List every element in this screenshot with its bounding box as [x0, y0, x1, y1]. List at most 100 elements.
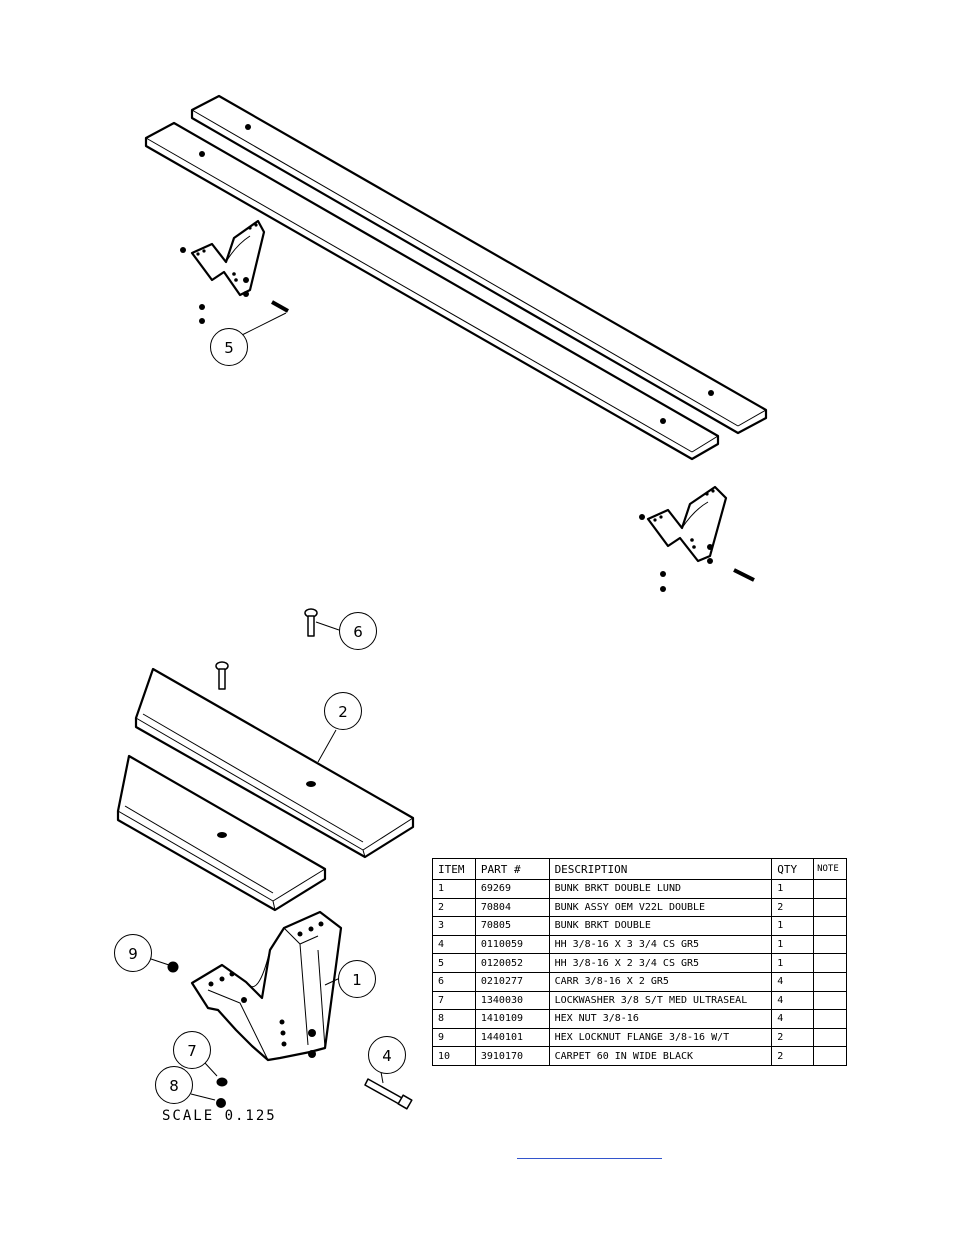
callout-9: 9 [114, 934, 152, 972]
callout-6: 6 [339, 612, 377, 650]
leader-lines [150, 312, 384, 1101]
cell-note [813, 971, 847, 992]
cell-description: HH 3/8-16 X 3 3/4 CS GR5 [548, 934, 773, 955]
callout-label: 2 [338, 703, 348, 721]
cell-item: 10 [432, 1046, 476, 1066]
cell-note [813, 897, 847, 918]
cell-item: 4 [432, 934, 476, 955]
lockwasher [216, 1077, 228, 1087]
hex-locknut-flange [167, 961, 179, 973]
long-bunk-board-lower [144, 121, 720, 461]
bom-header-row: ITEM PART # DESCRIPTION QTY NOTE [432, 858, 847, 880]
cell-item: 8 [432, 1009, 476, 1029]
bracket-small-right [639, 485, 755, 592]
hex-head-bolt-long [364, 1078, 413, 1110]
cell-description: LOCKWASHER 3/8 S/T MED ULTRASEAL [548, 990, 773, 1011]
callout-4: 4 [368, 1036, 406, 1074]
header-item: ITEM [432, 858, 476, 880]
cell-note [813, 1027, 847, 1048]
cell-qty: 2 [771, 1027, 815, 1048]
cell-note [813, 1046, 847, 1066]
cell-description: CARPET 60 IN WIDE BLACK [548, 1046, 773, 1066]
cell-item: 7 [432, 990, 476, 1011]
cell-part: 69269 [474, 879, 550, 899]
long-bunk-board-upper [190, 94, 768, 435]
cell-description: HEX NUT 3/8-16 [548, 1009, 773, 1029]
cell-part: 0210277 [474, 971, 550, 992]
cell-part: 0120052 [474, 953, 550, 973]
bracket-large [190, 910, 343, 1062]
callout-label: 7 [187, 1042, 197, 1060]
cell-note [813, 953, 847, 973]
callout-label: 1 [352, 971, 362, 989]
cell-item: 5 [432, 953, 476, 973]
cell-part: 1410109 [474, 1009, 550, 1029]
cell-part: 1440101 [474, 1027, 550, 1048]
hyperlink-underline[interactable] [517, 1158, 662, 1159]
cell-description: BUNK ASSY OEM V22L DOUBLE [548, 897, 773, 918]
cell-qty: 1 [771, 879, 815, 899]
callout-label: 5 [224, 339, 234, 357]
callout-2: 2 [324, 692, 362, 730]
cell-item: 9 [432, 1027, 476, 1048]
cell-description: CARR 3/8-16 X 2 GR5 [548, 971, 773, 992]
cell-part: 70805 [474, 916, 550, 936]
cell-qty: 2 [771, 897, 815, 918]
callout-label: 6 [353, 623, 363, 641]
cell-item: 6 [432, 971, 476, 992]
callout-5: 5 [210, 328, 248, 366]
cell-qty: 1 [771, 916, 815, 936]
header-description: DESCRIPTION [548, 858, 773, 880]
cell-part: 0110059 [474, 934, 550, 955]
header-qty: QTY [771, 858, 815, 880]
cell-note [813, 934, 847, 955]
cell-part: 1340030 [474, 990, 550, 1011]
hex-nut [216, 1098, 226, 1108]
carriage-bolt-upper [304, 608, 318, 637]
short-bunk-board-upper [134, 667, 415, 859]
cell-description: BUNK BRKT DOUBLE LUND [548, 879, 773, 899]
cell-part: 3910170 [474, 1046, 550, 1066]
callout-8: 8 [155, 1066, 193, 1104]
cell-description: HH 3/8-16 X 2 3/4 CS GR5 [548, 953, 773, 973]
callout-label: 9 [128, 945, 138, 963]
header-part: PART # [474, 858, 550, 880]
cell-part: 70804 [474, 897, 550, 918]
cell-description: BUNK BRKT DOUBLE [548, 916, 773, 936]
cell-note [813, 990, 847, 1011]
cell-qty: 1 [771, 934, 815, 955]
cell-item: 3 [432, 916, 476, 936]
cell-qty: 2 [771, 1046, 815, 1066]
cell-qty: 1 [771, 953, 815, 973]
short-bunk-board-lower [116, 754, 327, 912]
cell-description: HEX LOCKNUT FLANGE 3/8-16 W/T [548, 1027, 773, 1048]
scale-label: SCALE 0.125 [162, 1108, 277, 1124]
callout-label: 4 [382, 1047, 392, 1065]
cell-note [813, 916, 847, 936]
cell-note [813, 1009, 847, 1029]
header-note: NOTE [813, 858, 847, 880]
callout-1: 1 [338, 960, 376, 998]
cell-qty: 4 [771, 990, 815, 1011]
cell-item: 2 [432, 897, 476, 918]
cell-item: 1 [432, 879, 476, 899]
cell-qty: 4 [771, 1009, 815, 1029]
cell-note [813, 879, 847, 899]
callout-7: 7 [173, 1031, 211, 1069]
cell-qty: 4 [771, 971, 815, 992]
bracket-small-left [180, 219, 289, 324]
callout-label: 8 [169, 1077, 179, 1095]
carriage-bolt-lower [215, 661, 229, 690]
